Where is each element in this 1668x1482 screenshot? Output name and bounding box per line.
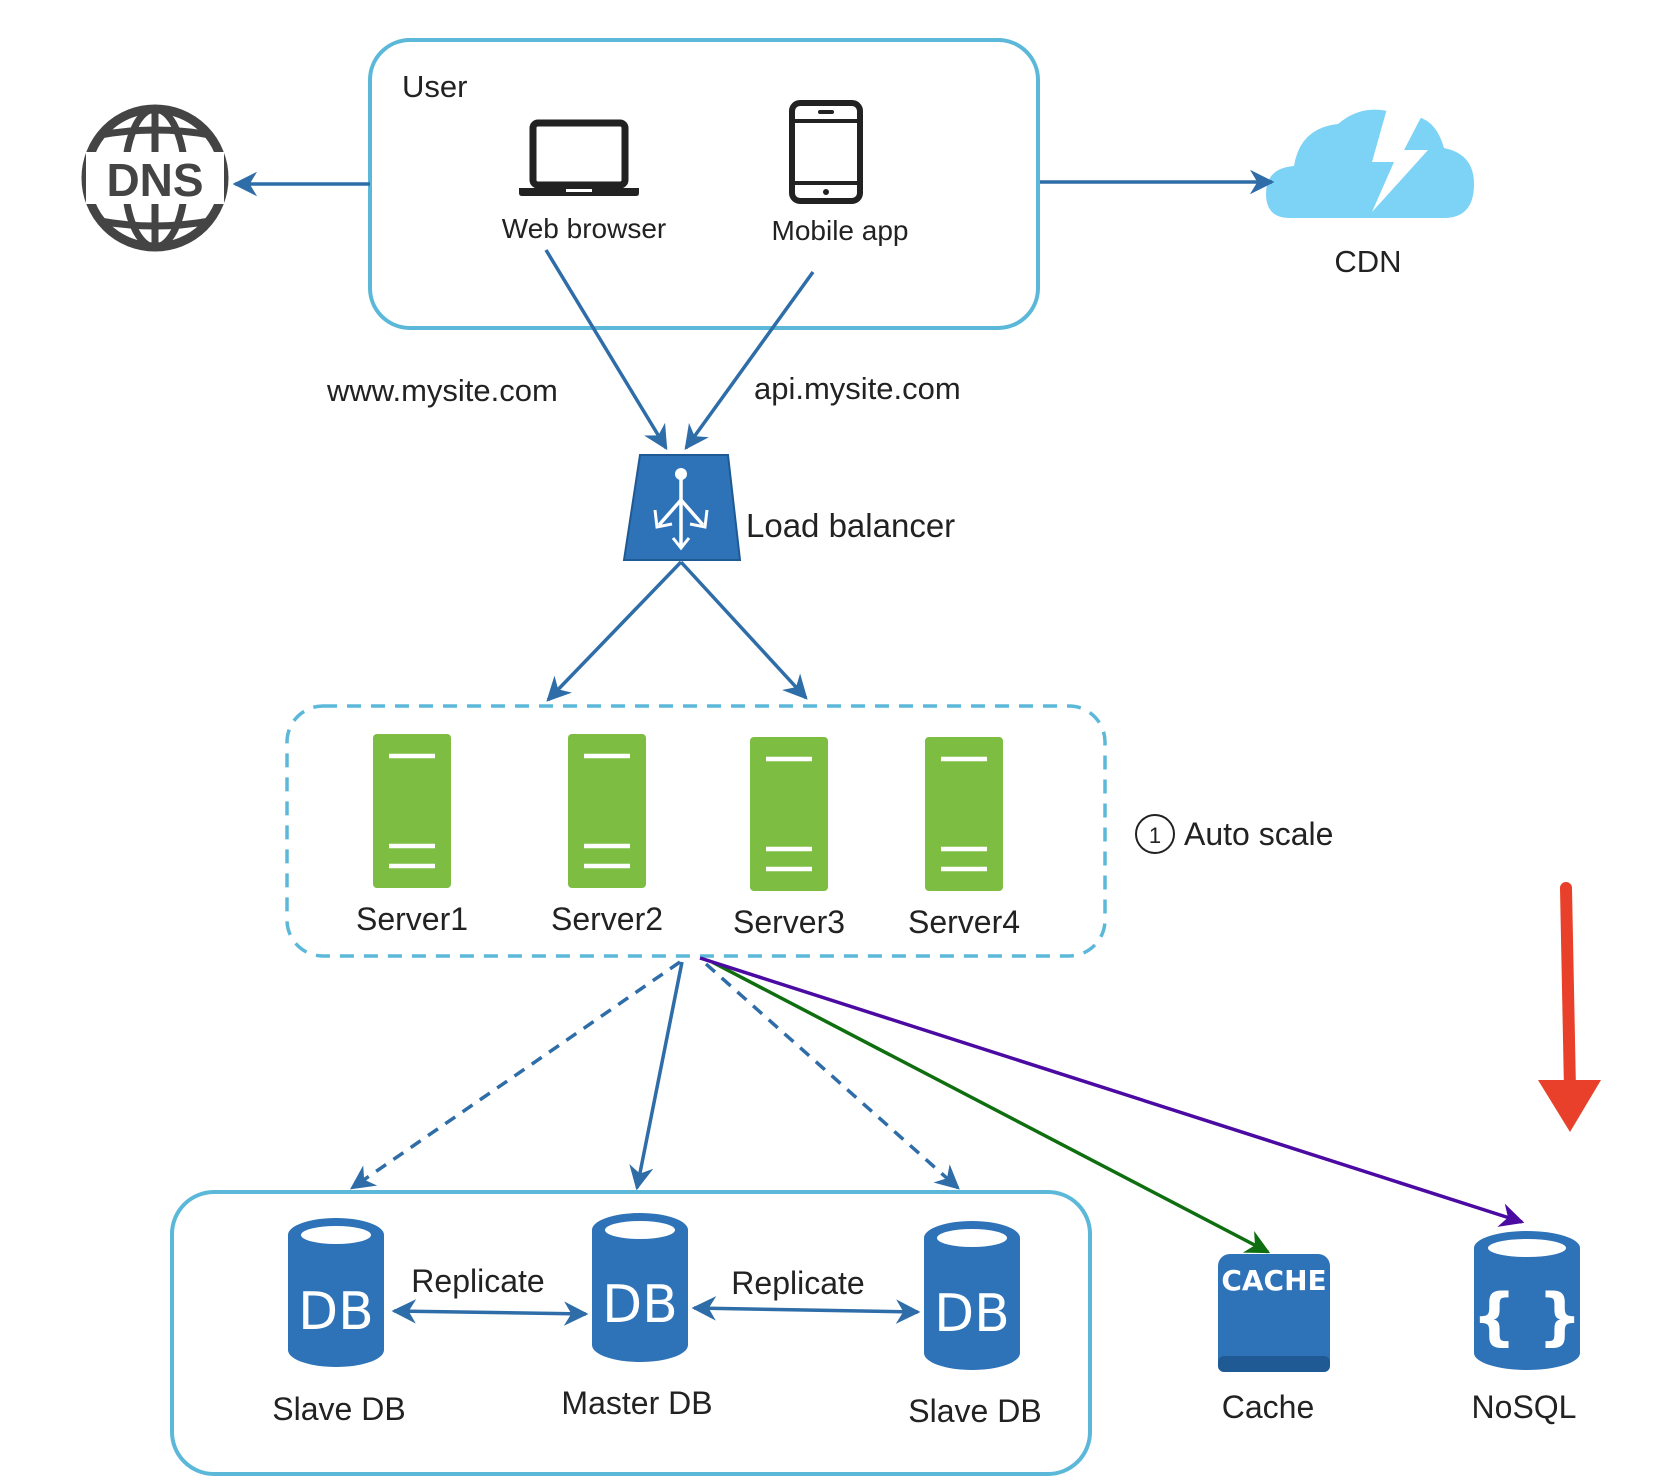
web-browser-label: Web browser — [502, 213, 666, 244]
nosql-icon-text: { } — [1472, 1280, 1582, 1353]
arrow-servers-to-cache — [711, 960, 1271, 1254]
server-group: Server1 Server2 Server3 Server4 — [356, 734, 1020, 940]
slave-db-left-label: Slave DB — [272, 1391, 405, 1427]
master-db-icon: DB — [592, 1213, 688, 1362]
server-4-icon — [925, 737, 1003, 891]
arrow-lb-to-servers-left — [546, 560, 683, 702]
load-balancer-label: Load balancer — [746, 507, 955, 544]
arrow-servers-to-nosql — [699, 956, 1525, 1227]
api-domain-label: api.mysite.com — [754, 371, 961, 406]
cache-icon-text: CACHE — [1221, 1264, 1326, 1297]
auto-scale-label: Auto scale — [1184, 816, 1333, 852]
slave-db-right-icon-text: DB — [934, 1284, 1010, 1344]
arrow-servers-to-master — [629, 961, 684, 1191]
dns-icon-text: DNS — [106, 154, 203, 206]
dns-globe-icon: DNS — [81, 104, 229, 252]
cdn-cloud-icon — [1266, 98, 1474, 218]
master-db-label: Master DB — [561, 1385, 712, 1421]
server-3-icon — [750, 737, 828, 891]
cache-label: Cache — [1222, 1389, 1315, 1425]
server-2-label: Server2 — [551, 901, 663, 937]
auto-scale-step-number: 1 — [1149, 823, 1161, 848]
slave-db-right-label: Slave DB — [908, 1393, 1041, 1429]
arrow-mobile-to-lb — [684, 270, 815, 450]
mobile-phone-icon — [789, 100, 863, 204]
slave-db-right-icon: DB — [924, 1221, 1020, 1370]
arrow-servers-to-slave-left — [349, 960, 681, 1190]
cache-icon: CACHE — [1218, 1254, 1330, 1372]
replicate-left-label: Replicate — [411, 1263, 544, 1299]
arrow-servers-to-slave-right — [704, 962, 960, 1190]
arrow-web-to-lb — [544, 249, 668, 451]
arrow-lb-to-servers-right — [679, 560, 808, 700]
server-2-icon — [568, 734, 646, 888]
load-balancer-icon — [622, 454, 742, 561]
slave-db-left-icon-text: DB — [298, 1282, 374, 1342]
server-3-label: Server3 — [733, 904, 845, 940]
mobile-app-label: Mobile app — [772, 215, 909, 246]
master-db-icon-text: DB — [602, 1275, 678, 1335]
replicate-right-label: Replicate — [731, 1265, 864, 1301]
server-1-icon — [373, 734, 451, 888]
nosql-label: NoSQL — [1472, 1389, 1577, 1425]
user-box — [368, 38, 1040, 330]
nosql-icon: { } — [1472, 1231, 1582, 1370]
laptop-icon — [519, 119, 639, 196]
user-box-title: User — [402, 69, 467, 104]
slave-db-left-icon: DB — [288, 1218, 384, 1367]
web-domain-label: www.mysite.com — [326, 373, 558, 408]
cdn-label: CDN — [1334, 244, 1401, 279]
replicate-right-arrow — [691, 1296, 921, 1324]
server-4-label: Server4 — [908, 904, 1020, 940]
highlight-down-arrow — [1538, 882, 1601, 1132]
replicate-left-arrow — [391, 1299, 589, 1326]
server-pool-box — [285, 704, 1107, 958]
auto-scale-step-badge — [1135, 814, 1175, 854]
database-box — [170, 1190, 1092, 1476]
server-1-label: Server1 — [356, 901, 468, 937]
